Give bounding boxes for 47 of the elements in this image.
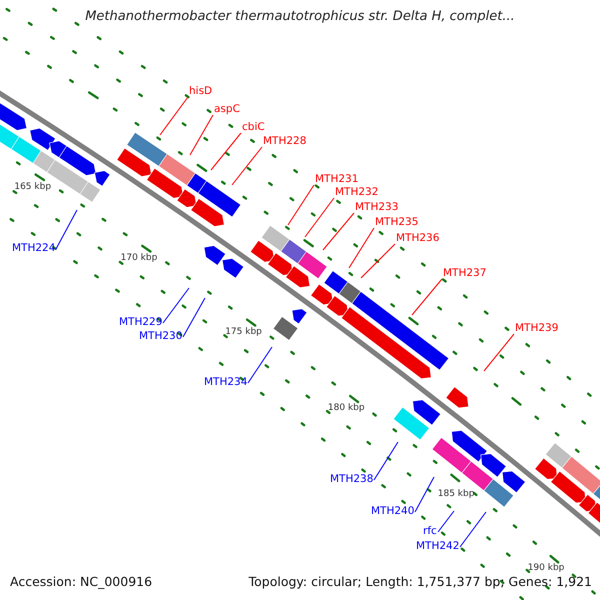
leader-line [348,228,374,268]
gene-label: MTH230 [139,331,182,343]
gene-label: MTH239 [515,323,558,335]
gene-label: MTH235 [375,217,418,229]
gene-label: hisD [189,86,212,98]
gene-label: MTH232 [335,187,378,199]
gene-label: aspC [214,104,240,116]
gene-label: MTH240 [371,506,414,518]
gene-label: MTH229 [119,317,162,329]
leader-line [190,114,214,156]
leader-line [360,244,396,278]
gene-label: MTH234 [204,377,248,389]
map-title: Methanothermobacter thermautotrophicus str. Delta H, complet... [84,9,516,24]
gene-label: MTH224 [12,243,56,255]
leader-line [438,510,454,532]
gene-label: rfc [423,526,437,538]
scale-label: 175 kbp [225,328,262,338]
scale-label: 170 kbp [120,254,158,264]
scale-label: 165 kbp [14,183,52,194]
scale-label: 185 kbp [438,490,474,500]
gene-label: MTH238 [330,474,374,486]
leader-line [304,198,334,238]
leader-line [484,334,514,372]
scale-label: 190 kbp [528,564,564,574]
leader-line [162,288,190,324]
leader-line [460,512,486,548]
scale-label: 180 kbp [328,404,365,414]
leader-line [56,210,78,250]
gene-label: MTH242 [416,541,460,553]
accession-text: Accession: NC_000916 [10,574,152,589]
gene-label: MTH236 [396,233,440,245]
leader-line [322,212,354,250]
leader-line [412,278,442,316]
gene-label: MTH237 [443,268,486,280]
topology-text: Topology: circular; Length: 1,751,377 bp; Genes: 1,921 [248,574,592,589]
leader-line [182,298,206,338]
gene-label: MTH231 [315,174,358,186]
leader-line [374,442,398,480]
leader-line [160,96,188,136]
leader-line [248,346,272,384]
leader-line [232,146,262,186]
gene-label: MTH233 [355,202,398,214]
leader-line [210,132,242,170]
leader-line [288,184,314,226]
gene-label: cbiC [242,122,265,134]
gene-label: MTH228 [263,136,306,148]
leader-line [414,476,434,512]
